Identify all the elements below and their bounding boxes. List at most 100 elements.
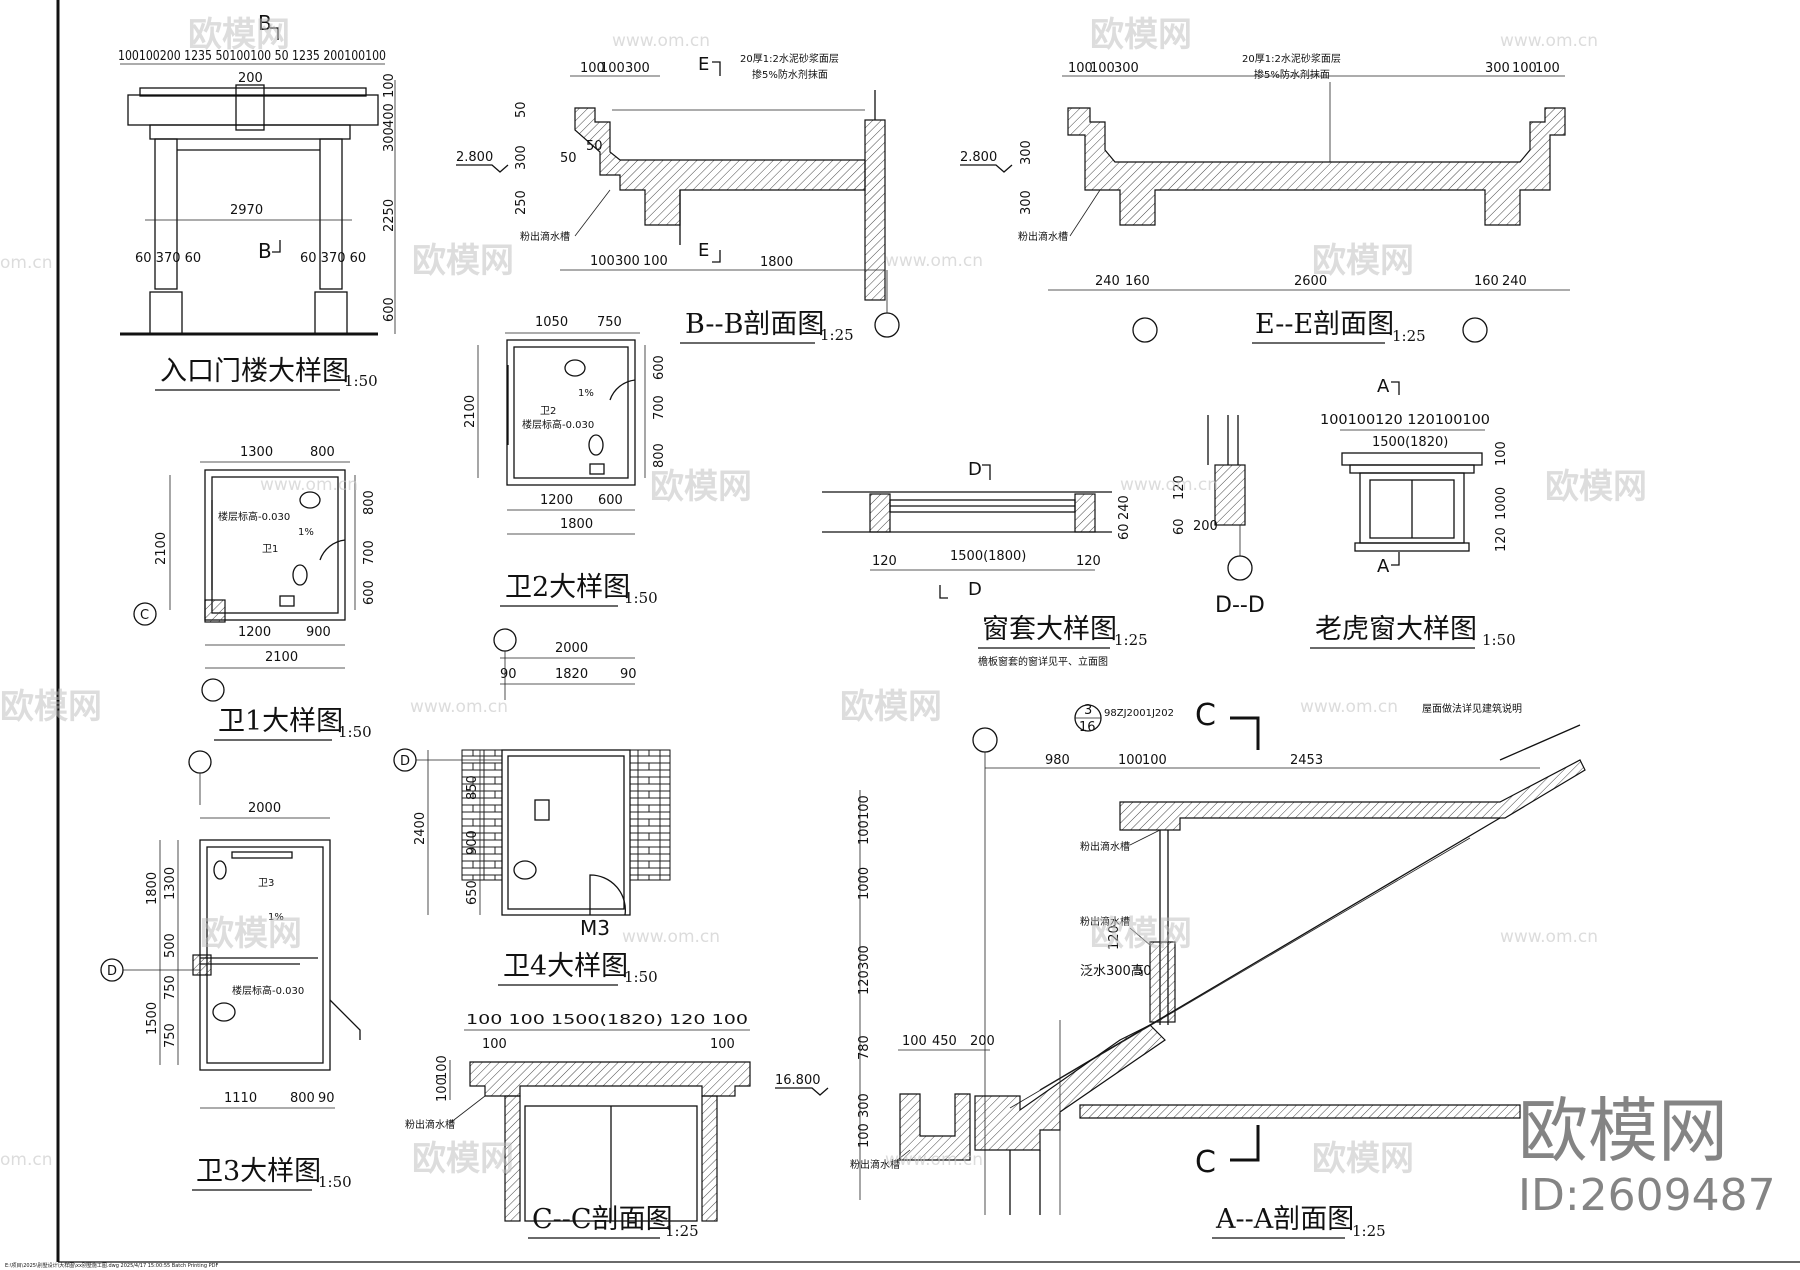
aa-roof-note: 屋面做法详见建筑说明 (1422, 702, 1522, 715)
bb-dim-top-0: 100 (580, 61, 605, 76)
watermark-url-8: www.om.cn (1300, 697, 1398, 717)
bb-label: 粉出滴水槽 (520, 230, 570, 243)
window-subtitle: 檐板窗套的窗详见平、立面图 (978, 655, 1108, 668)
w2-room: 卫2 (540, 406, 556, 417)
w4-dim-inner-2: 650 (465, 880, 480, 905)
brand-block: 欧模网 ID:2609487 (1518, 1090, 1776, 1221)
aa-dim-top-0: 980 (1045, 753, 1070, 768)
ee-dim-top-r-0: 300 (1485, 61, 1510, 76)
watermark-url-10: www.om.cn (1500, 927, 1598, 947)
aa-label1: 粉出滴水槽 (1080, 840, 1130, 853)
aa-dim-top-3: 2453 (1290, 753, 1323, 768)
w4-dim-inner-1: 900 (465, 830, 480, 855)
ee-title: E--E剖面图 (1255, 309, 1394, 340)
watermark-7: 欧模网 (0, 687, 102, 727)
w3-dim-bot-2: 90 (318, 1091, 335, 1106)
aa-cut-c-top: C (1195, 698, 1216, 733)
aa-dim-left-0: 100 (857, 795, 872, 820)
dd-section: 120 60 200 D--D (1172, 415, 1265, 618)
ee-dim-left-1: 300 (1019, 140, 1034, 165)
watermark-url-11: om.cn (0, 1150, 53, 1170)
dd-dim-1: 60 (1172, 518, 1187, 535)
w3-dim-left-outer-0: 1800 (145, 872, 160, 905)
aa-dim-left-7: 100 (857, 1123, 872, 1148)
watermark-url-2: www.om.cn (1500, 31, 1598, 51)
w1-dim-top-1: 800 (310, 445, 335, 460)
ee-label: 粉出滴水槽 (1018, 230, 1068, 243)
cc-elev: 16.800 (775, 1073, 821, 1088)
brand-id: ID:2609487 (1518, 1170, 1776, 1221)
aa-ref-den: 16 (1079, 720, 1096, 735)
w3-slope: 1% (268, 912, 284, 923)
bb-dim-slope-1: 50 (586, 139, 603, 154)
w1-axis: C (140, 608, 149, 623)
watermark-layer: 欧模网 www.om.cn 欧模网 www.om.cn om.cn 欧模网 ww… (0, 15, 1647, 1179)
dd-dim-0: 120 (1172, 475, 1187, 500)
watermark-1: 欧模网 (188, 15, 290, 55)
window-dim-end-0: 120 (872, 554, 897, 569)
entrance-dim-right-4: 600 (382, 297, 397, 322)
cc-scale: 1:25 (665, 1222, 699, 1240)
w2-dim-right-2: 800 (652, 443, 667, 468)
ee-dim-top-r-1: 100 (1512, 61, 1537, 76)
w2-dim-bot-0: 1200 (540, 493, 573, 508)
entrance-dims-leg-r: 60 370 60 (300, 251, 366, 266)
cc-dims-top: 100 100 1500(1820) 120 100 (466, 1013, 748, 1028)
window-title: 窗套大样图 (982, 614, 1117, 645)
aa-dim-left-4: 120 (857, 970, 872, 995)
w3-room: 卫3 (258, 878, 274, 889)
w2-dim-top-0: 1050 (535, 315, 568, 330)
window-cut-top: D (968, 459, 982, 480)
watermark-8: 欧模网 (840, 687, 942, 727)
bb-section: 100 100 300 20厚1:2水泥砂浆面层 掺5%防水剂抹面 E 100 … (456, 52, 900, 344)
w1-dim-right-2: 600 (362, 580, 377, 605)
aa-dim-bot-2: 200 (970, 1034, 995, 1049)
watermark-2: 欧模网 (1090, 15, 1192, 55)
ee-note2: 掺5%防水剂抹面 (1254, 68, 1330, 81)
w3-dim-bot-1: 800 (290, 1091, 315, 1106)
dormer-scale: 1:50 (1482, 631, 1516, 649)
aa-label2: 粉出滴水槽 (1080, 915, 1130, 928)
watermark-12: 欧模网 (1312, 1139, 1414, 1179)
entrance-dims-top: 100100200 1235 50100100 50 1235 20010010… (118, 49, 386, 64)
dd-title: D--D (1215, 593, 1265, 618)
watermark-10: 欧模网 (1090, 914, 1192, 954)
w2-scale: 1:50 (624, 589, 658, 607)
watermark-url-5: www.om.cn (260, 475, 358, 495)
ee-section: 100 100 300 300 100 100 20厚1:2水泥砂浆面层 掺5%… (960, 52, 1570, 345)
w4-scale: 1:50 (624, 968, 658, 986)
bb-dim-bot-1: 300 (615, 254, 640, 269)
aa-dim-left-6: 300 (857, 1093, 872, 1118)
window-dim-span: 1500(1800) (950, 549, 1026, 564)
dormer-dim-right-0: 100 (1494, 441, 1509, 466)
bb-dim-left-2: 300 (514, 145, 529, 170)
cc-dim-left-1: 100 (435, 1077, 450, 1102)
bb-dim-span: 1800 (760, 255, 793, 270)
w2-dim-right-0: 600 (652, 355, 667, 380)
ee-elev: 2.800 (960, 150, 997, 165)
window-scale: 1:25 (1114, 631, 1148, 649)
ee-dim-bot-2: 2600 (1294, 274, 1327, 289)
w3-scale: 1:50 (318, 1173, 352, 1191)
brand-name: 欧模网 (1518, 1090, 1728, 1172)
window-dim-right-0: 240 (1117, 495, 1132, 520)
aa-dim-left-2: 1000 (857, 867, 872, 900)
w4-dim-top2-2: 90 (620, 667, 637, 682)
dd-dim-2: 200 (1193, 519, 1218, 534)
w1-dim-bot-1: 900 (306, 625, 331, 640)
w1-dim-right-0: 800 (362, 490, 377, 515)
dormer-title: 老虎窗大样图 (1315, 614, 1477, 645)
w4-dim-top: 2000 (555, 641, 588, 656)
bb-dim-left-0: 50 (514, 101, 529, 118)
watermark-6: 欧模网 (1545, 467, 1647, 507)
w4-axis: D (400, 754, 410, 769)
bb-dim-bot-0: 100 (590, 254, 615, 269)
dormer-cut-bot: A (1377, 556, 1390, 577)
watermark-9: 欧模网 (200, 914, 302, 954)
window-detail: D 120 1500(1800) 120 240 60 D 窗套大样图 1:25… (822, 459, 1148, 668)
watermark-3: 欧模网 (412, 241, 514, 281)
cc-dim-top2-0: 100 (482, 1037, 507, 1052)
watermark-url-3: om.cn (0, 253, 53, 273)
w3-axis: D (107, 964, 117, 979)
